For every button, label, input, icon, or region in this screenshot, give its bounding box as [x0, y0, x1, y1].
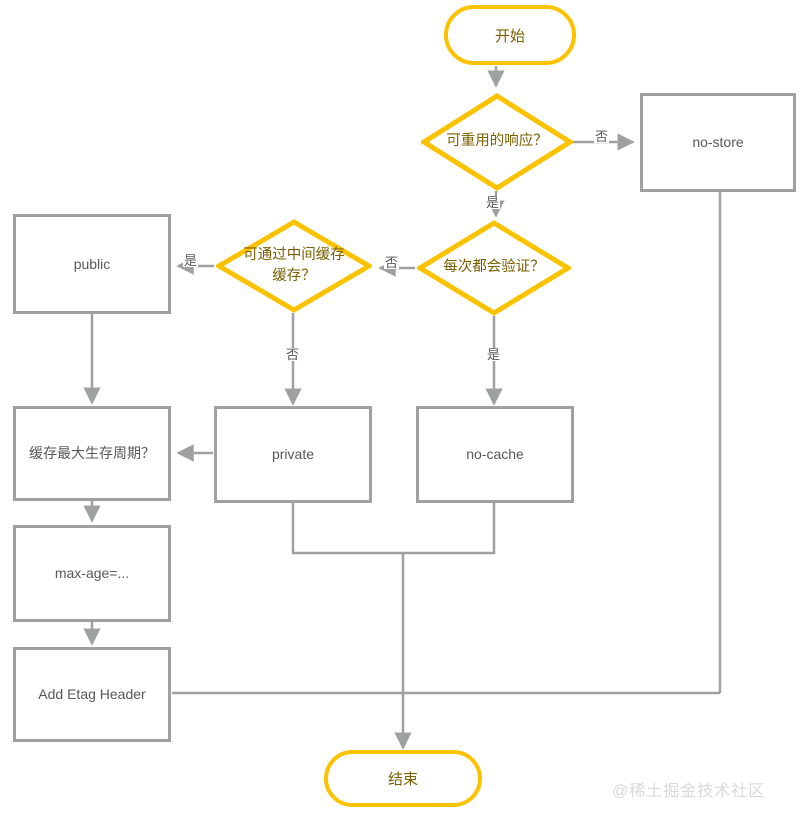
watermark: @稀土掘金技术社区 — [612, 783, 766, 800]
node-no-store-label: no-store — [692, 134, 744, 151]
node-private-label: private — [271, 446, 315, 463]
node-public[interactable]: public — [13, 214, 171, 314]
node-start[interactable]: 开始 — [444, 5, 576, 65]
node-no-cache[interactable]: no-cache — [416, 406, 574, 503]
diamond-shape — [216, 219, 372, 313]
node-start-label: 开始 — [494, 27, 525, 45]
node-no-cache-label: no-cache — [466, 446, 524, 463]
node-add-etag-header-label: Add Etag Header — [38, 686, 146, 703]
node-revalidate-decision[interactable]: 每次都会验证？ — [417, 220, 571, 316]
node-end-label: 结束 — [387, 771, 418, 788]
edge-label-revalidate-yes: 是 — [486, 347, 502, 362]
node-reusable-label: 可重用的响应？ — [446, 133, 548, 150]
edge-label-intermediate-no: 否 — [285, 347, 301, 362]
edge-private-nocache-merge — [291, 503, 496, 555]
edge-label-reusable-no: 否 — [594, 129, 610, 144]
node-max-lifetime[interactable]: 缓存最大生存周期？ — [13, 406, 171, 501]
node-end[interactable]: 结束 — [324, 750, 482, 807]
node-no-store[interactable]: no-store — [640, 93, 796, 192]
node-intermediate-cache-decision[interactable]: 可通过中间缓存缓存？ — [216, 219, 372, 313]
edge-label-revalidate-no: 否 — [384, 255, 400, 270]
edge-label-reusable-yes: 是 — [485, 195, 501, 210]
node-max-lifetime-label: 缓存最大生存周期？ — [29, 445, 155, 462]
node-reusable-decision[interactable]: 可重用的响应？ — [421, 93, 573, 191]
edge-label-intermediate-yes: 是 — [183, 253, 199, 268]
node-max-age-label: max-age=... — [54, 565, 130, 582]
node-intermediate-cache-label: 可通过中间缓存缓存？ — [243, 246, 345, 284]
node-private[interactable]: private — [214, 406, 372, 503]
node-revalidate-label: 每次都会验证？ — [443, 259, 545, 276]
node-max-age[interactable]: max-age=... — [13, 525, 171, 622]
diamond-shape — [417, 220, 571, 316]
diamond-shape — [421, 93, 573, 191]
node-add-etag-header[interactable]: Add Etag Header — [13, 647, 171, 742]
node-public-label: public — [73, 255, 111, 272]
